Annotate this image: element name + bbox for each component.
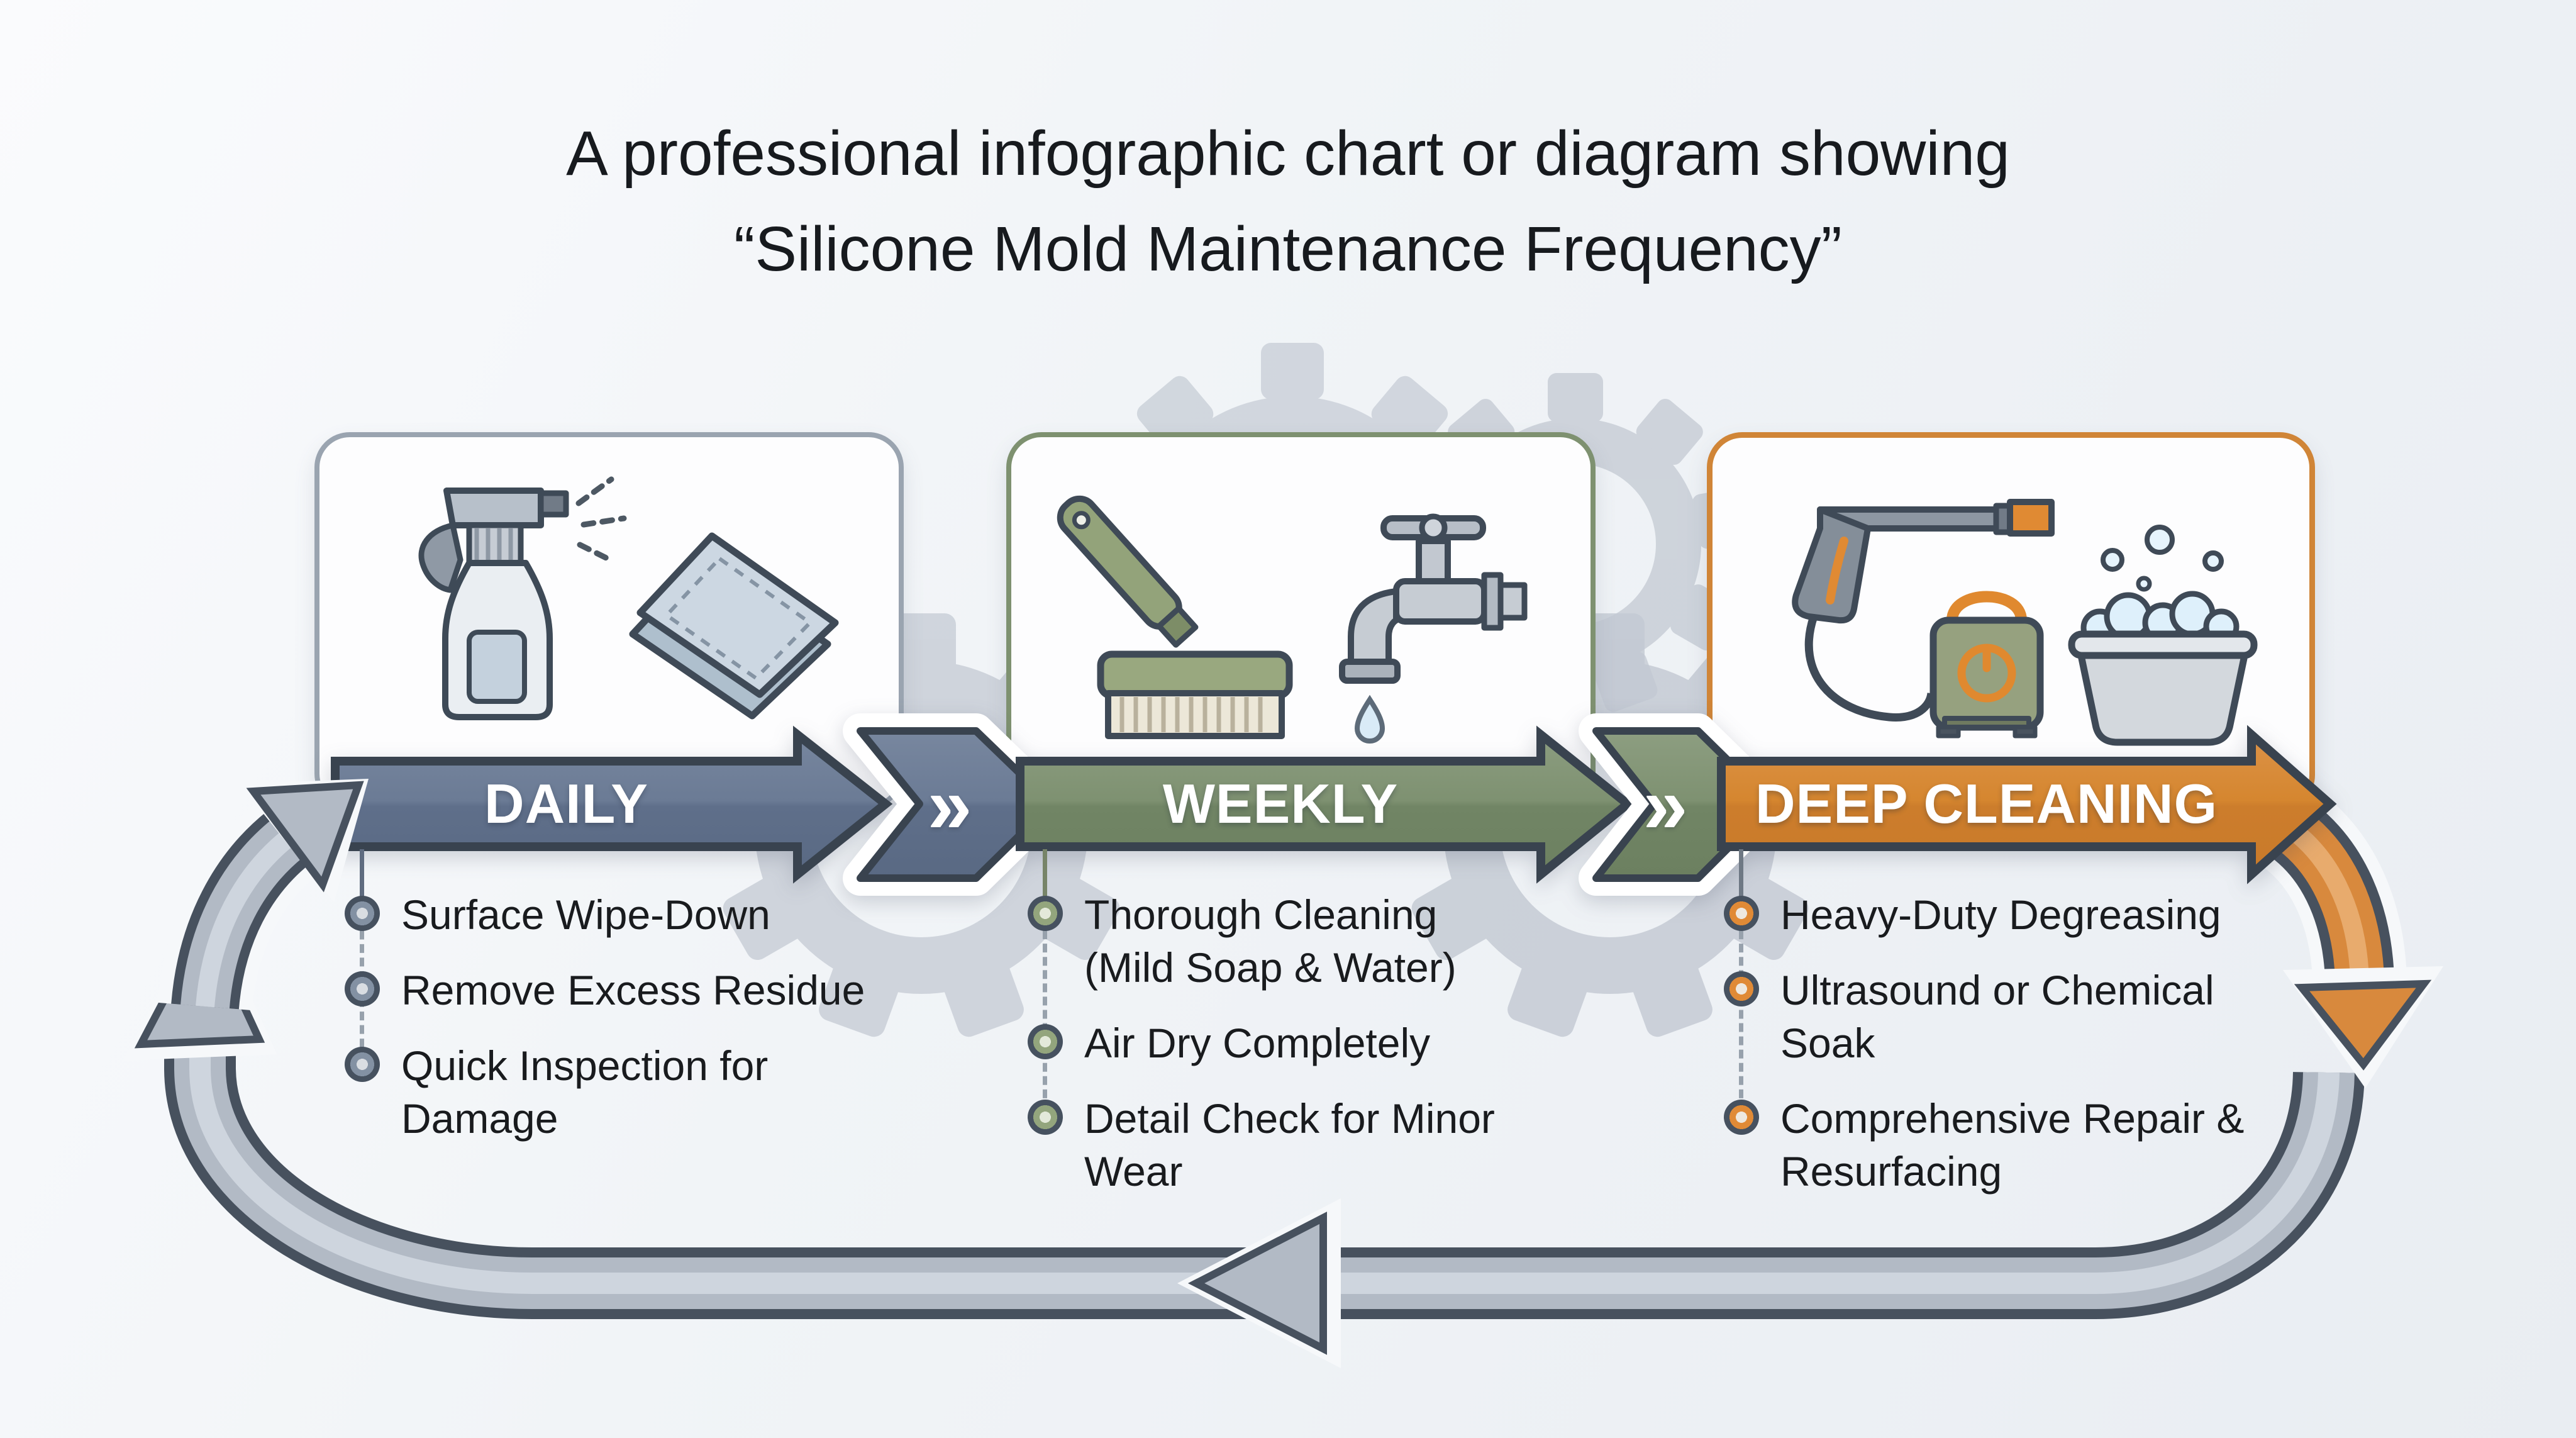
deep-connector-line	[1739, 849, 1743, 911]
deep-card-icons	[1792, 499, 2258, 746]
cleaning-cloth-icon	[629, 532, 839, 720]
deep-checklist: Heavy-Duty Degreasing Ultrasound or Chem…	[1724, 888, 2244, 1198]
bullet-marker-icon	[1724, 896, 1759, 931]
list-item-line: Thorough Cleaning	[1084, 891, 1438, 938]
daily-checklist: Surface Wipe-Down Remove Excess Residue …	[345, 888, 865, 1145]
list-item-line: Quick Inspection for	[401, 1042, 769, 1089]
list-item-line: Surface Wipe-Down	[401, 891, 770, 938]
title-line-1: A professional infographic chart or diag…	[566, 118, 2010, 189]
scrub-brush-icon	[1057, 495, 1293, 739]
bullet-marker-icon	[1028, 896, 1063, 931]
list-item: Air Dry Completely	[1028, 1017, 1495, 1069]
weekly-connector-line	[1043, 849, 1047, 911]
list-item: Thorough Cleaning (Mild Soap & Water)	[1028, 888, 1495, 994]
list-item-line: Resurfacing	[1780, 1148, 2002, 1195]
double-chevron-icon: »	[1643, 761, 1688, 850]
bullet-marker-icon	[345, 1047, 380, 1082]
list-item-line: Air Dry Completely	[1084, 1020, 1431, 1066]
list-item-line: Detail Check for Minor	[1084, 1095, 1495, 1142]
bullet-marker-icon	[1724, 1100, 1759, 1135]
title-line-2: “Silicone Mold Maintenance Frequency”	[734, 214, 1842, 284]
bullet-marker-icon	[1028, 1100, 1063, 1135]
list-item-line: (Mild Soap & Water)	[1084, 944, 1457, 991]
list-item: Surface Wipe-Down	[345, 888, 865, 941]
loop-return-arrowhead	[246, 781, 364, 893]
list-item: Quick Inspection for Damage	[345, 1039, 865, 1145]
list-item-line: Soak	[1780, 1020, 1875, 1066]
list-item-line: Wear	[1084, 1148, 1183, 1195]
bullet-marker-icon	[1028, 1024, 1063, 1059]
list-item-line: Remove Excess Residue	[401, 967, 865, 1013]
list-item-line: Heavy-Duty Degreasing	[1780, 891, 2221, 938]
deep-cleaning-ribbon	[1717, 725, 2337, 884]
list-item: Detail Check for Minor Wear	[1028, 1092, 1495, 1198]
chevron-right-icon	[843, 713, 1069, 896]
list-item: Ultrasound or Chemical Soak	[1724, 964, 2244, 1069]
soaking-basin-icon	[2068, 525, 2258, 746]
daily-connector-line	[360, 849, 364, 911]
weekly-ribbon-label: WEEKLY	[1162, 772, 1399, 835]
daily-ribbon-label: DAILY	[484, 772, 648, 835]
spray-mist-icon	[575, 476, 627, 564]
faucet-icon	[1339, 513, 1528, 684]
weekly-dashed-spine	[1043, 917, 1047, 1125]
weekly-ribbon	[1016, 725, 1635, 884]
weekly-checklist: Thorough Cleaning (Mild Soap & Water) Ai…	[1028, 888, 1495, 1198]
list-item-line: Damage	[401, 1095, 558, 1142]
deep-dashed-spine	[1739, 917, 1743, 1125]
water-drop-icon	[1354, 694, 1385, 744]
list-item: Remove Excess Residue	[345, 964, 865, 1017]
list-item-line: Ultrasound or Chemical	[1780, 967, 2214, 1013]
list-item: Heavy-Duty Degreasing	[1724, 888, 2244, 941]
deep-ribbon-label: DEEP CLEANING	[1755, 772, 2218, 835]
double-chevron-icon: »	[927, 761, 972, 850]
list-item-line: Comprehensive Repair &	[1780, 1095, 2245, 1142]
daily-ribbon	[331, 725, 893, 884]
bullet-marker-icon	[345, 896, 380, 931]
pressure-washer-icon	[1792, 499, 2055, 722]
bullet-marker-icon	[1724, 971, 1759, 1006]
list-item: Comprehensive Repair & Resurfacing	[1724, 1092, 2244, 1198]
weekly-card-icons	[1057, 495, 1528, 744]
bullet-marker-icon	[345, 971, 380, 1006]
spray-bottle-icon	[418, 476, 627, 720]
daily-card-icons	[418, 476, 839, 720]
page-title: A professional infographic chart or diag…	[0, 106, 2576, 297]
washer-unit-icon	[1929, 591, 2044, 739]
